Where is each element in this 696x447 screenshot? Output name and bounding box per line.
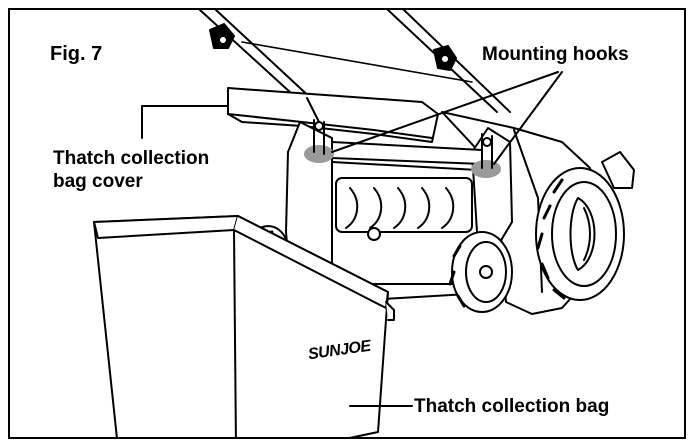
bag-cover-callout-line1: Thatch collection — [53, 148, 210, 169]
tine-reel — [335, 177, 473, 241]
collection-bag — [93, 215, 395, 437]
figure-label: Fig. 7 — [50, 43, 103, 65]
bag-cover-callout-line2: bag cover — [53, 171, 143, 192]
small-wheel — [448, 231, 513, 313]
bag-cover — [227, 87, 439, 143]
large-wheel — [535, 167, 625, 301]
mounting-hook-right — [471, 133, 501, 178]
mounting-hooks-callout: Mounting hooks — [482, 44, 629, 65]
figure-frame — [8, 8, 686, 439]
handle-knob-left — [209, 23, 235, 49]
aerator-illustration — [93, 10, 635, 437]
bag-cover-callout: Thatch collection bag cover — [53, 147, 209, 193]
leader-lines — [141, 71, 563, 407]
collection-bag-callout: Thatch collection bag — [414, 396, 610, 417]
mounting-hook-left — [304, 119, 334, 163]
handle-knob-right — [433, 45, 457, 71]
